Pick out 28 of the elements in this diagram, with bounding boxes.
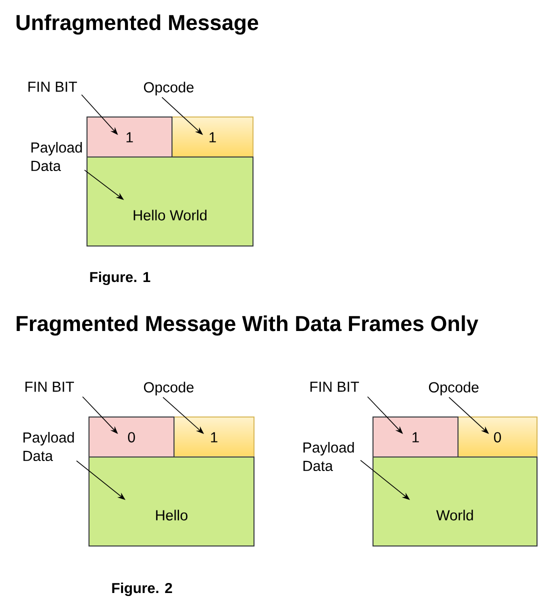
- frame-field: World: [372, 456, 538, 546]
- leader-arrow: [448, 396, 489, 434]
- leader-arrow: [367, 396, 403, 434]
- heading: Fragmented Message With Data Frames Only: [16, 315, 478, 336]
- callout-label: Opcode: [428, 382, 479, 396]
- callout-label: Payload Data: [303, 442, 354, 472]
- callout-label: FIN BIT: [25, 382, 74, 392]
- frame-field: 1: [174, 416, 254, 458]
- callout-label: FIN BIT: [28, 82, 77, 92]
- heading: Unfragmented Message: [16, 14, 258, 35]
- leader-arrow: [162, 396, 204, 434]
- leader-arrow: [162, 96, 203, 135]
- frame-field: 0: [88, 416, 174, 458]
- leader-arrow: [81, 94, 118, 135]
- callout-label: FIN BIT: [310, 382, 359, 392]
- frame-field: 1: [86, 116, 172, 158]
- frame-field: Hello World: [86, 156, 254, 246]
- frame-field: 1: [372, 416, 458, 458]
- callout-label: Opcode: [144, 82, 194, 96]
- figure-caption: Figure. 2: [112, 582, 172, 596]
- leader-arrow: [82, 396, 118, 434]
- frame-field: Hello: [88, 456, 254, 546]
- frame-field: 1: [172, 116, 254, 158]
- callout-label: Payload Data: [31, 142, 82, 172]
- figure-caption: Figure. 1: [90, 272, 150, 286]
- frame-field: 0: [458, 416, 538, 458]
- callout-label: Opcode: [144, 382, 194, 396]
- callout-label: Payload Data: [23, 432, 74, 462]
